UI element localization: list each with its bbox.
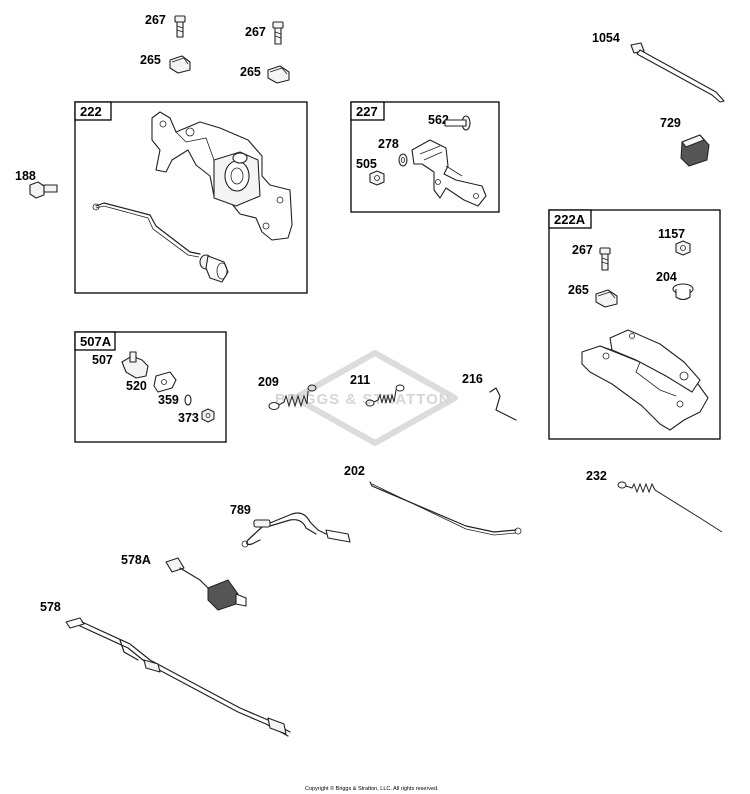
part-211-spring[interactable]: 211 — [350, 373, 405, 407]
part-729-cover[interactable]: 729 — [660, 116, 710, 167]
part-188-bolt[interactable]: 188 — [15, 169, 58, 199]
part-373-nut[interactable]: 373 — [178, 408, 215, 425]
callout-204: 204 — [656, 270, 677, 284]
callout-202: 202 — [344, 464, 365, 478]
callout-211: 211 — [350, 373, 370, 387]
group-box-507A[interactable]: 507A — [74, 331, 227, 443]
callout-729: 729 — [660, 116, 681, 130]
part-265-clip-b[interactable]: 265 — [240, 65, 290, 84]
part-222-control-bracket[interactable] — [151, 111, 293, 241]
part-520-bracket[interactable]: 520 — [126, 371, 177, 393]
callout-265: 265 — [240, 65, 261, 79]
part-222-link-rod[interactable] — [92, 202, 201, 258]
part-578-cable[interactable]: 578 — [40, 600, 291, 737]
part-507-clamp[interactable]: 507 — [92, 351, 149, 379]
callout-209: 209 — [258, 375, 279, 389]
part-505-nut[interactable]: 505 — [356, 157, 385, 186]
callout-507: 507 — [92, 353, 113, 367]
group-box-227[interactable]: 227 — [350, 101, 500, 213]
part-222A-control-bracket[interactable] — [581, 329, 709, 431]
callout-562: 562 — [428, 113, 449, 127]
callout-1054: 1054 — [592, 31, 620, 45]
part-267-screw-a[interactable]: 267 — [145, 13, 186, 38]
part-278-washer[interactable]: 278 — [378, 137, 408, 167]
group-label-507A: 507A — [80, 334, 112, 349]
part-204-bushing[interactable]: 204 — [656, 270, 694, 301]
group-label-227: 227 — [356, 104, 378, 119]
group-label-222: 222 — [80, 104, 102, 119]
callout-505: 505 — [356, 157, 377, 171]
callout-520: 520 — [126, 379, 147, 393]
callout-267: 267 — [572, 243, 593, 257]
briggs-stratton-watermark: BRIGGS & STRATTON — [275, 350, 458, 446]
part-265-clip-a[interactable]: 265 — [140, 53, 191, 74]
part-789-wire-harness[interactable]: 789 — [230, 503, 351, 548]
callout-578A: 578A — [121, 553, 151, 567]
part-1054-cable-tie[interactable]: 1054 — [592, 31, 725, 103]
callout-359: 359 — [158, 393, 179, 407]
callout-265: 265 — [568, 283, 589, 297]
callout-265: 265 — [140, 53, 161, 67]
callout-232: 232 — [586, 469, 607, 483]
part-267-screw-c[interactable]: 267 — [572, 243, 611, 271]
part-578A-connector[interactable]: 578A — [121, 553, 247, 611]
group-box-222A[interactable]: 222A — [548, 209, 721, 440]
part-202-rod[interactable]: 202 — [344, 464, 522, 536]
watermark-text: BRIGGS & STRATTON — [275, 391, 451, 408]
part-265-clip-c[interactable]: 265 — [568, 283, 618, 308]
group-label-222A: 222A — [554, 212, 586, 227]
part-359-washer[interactable]: 359 — [158, 393, 192, 407]
copyright-notice: Copyright © Briggs & Stratton, LLC. All … — [305, 785, 439, 792]
callout-578: 578 — [40, 600, 61, 614]
callout-267: 267 — [245, 25, 266, 39]
callout-188: 188 — [15, 169, 36, 183]
callout-1157: 1157 — [658, 227, 685, 241]
part-232-spring[interactable]: 232 — [586, 469, 723, 533]
part-227-lever-bracket[interactable] — [411, 139, 487, 207]
callout-278: 278 — [378, 137, 399, 151]
part-209-spring[interactable]: 209 — [258, 375, 317, 410]
part-267-screw-b[interactable]: 267 — [245, 21, 284, 45]
part-222-knob[interactable] — [199, 254, 229, 283]
part-216-link[interactable]: 216 — [462, 372, 517, 421]
part-1157-nut[interactable]: 1157 — [658, 227, 691, 256]
callout-216: 216 — [462, 372, 483, 386]
callout-373: 373 — [178, 411, 199, 425]
group-box-222[interactable]: 222 — [74, 101, 308, 294]
callout-267: 267 — [145, 13, 166, 27]
callout-789: 789 — [230, 503, 251, 517]
part-562-pin[interactable]: 562 — [428, 113, 471, 131]
